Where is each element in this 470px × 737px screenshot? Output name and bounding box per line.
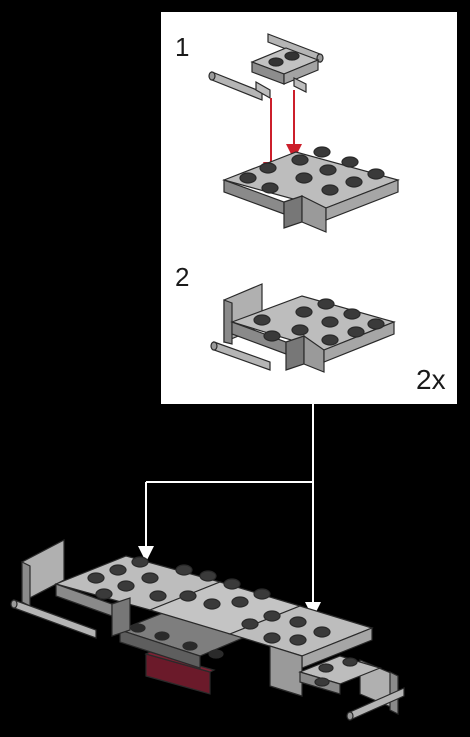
connector-lines: [145, 404, 314, 604]
step-2-number: 2: [175, 262, 190, 292]
step2-assembled-piece: [210, 283, 396, 373]
step1-red-arrows: [263, 90, 302, 178]
step1-bracket-plate: [222, 146, 400, 233]
final-assembly: [10, 539, 405, 721]
step1-bar-handle-piece: [208, 33, 324, 101]
step-1-number: 1: [175, 32, 190, 62]
quantity-multiplier: 2x: [416, 364, 446, 395]
